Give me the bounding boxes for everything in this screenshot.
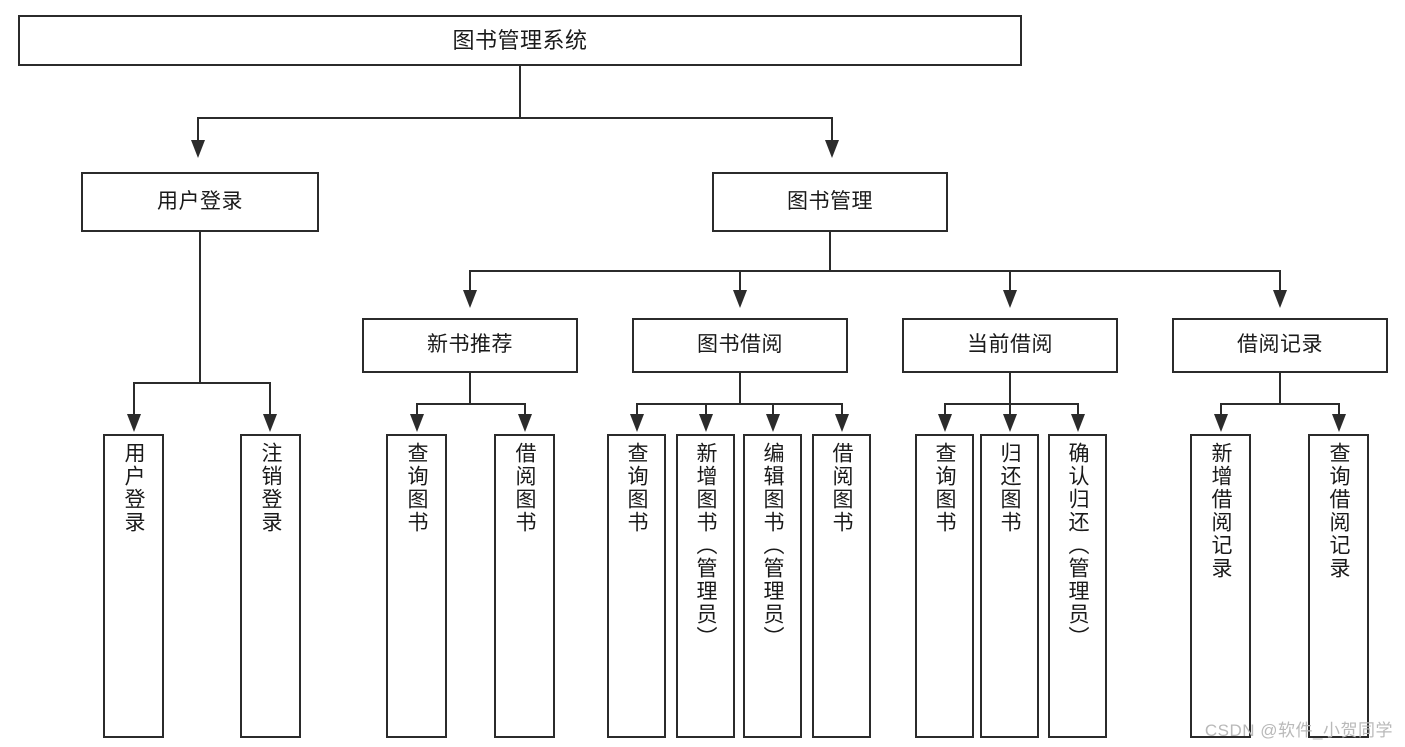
edge-newbook-drop-2 [524, 403, 526, 416]
node-new-book-recommend[interactable]: 新书推荐 [362, 318, 578, 373]
node-label: 新增借阅记录 [1209, 442, 1232, 580]
arrow-to-leaf-query-book-1 [410, 414, 424, 432]
leaf-query-borrow-record[interactable]: 查询借阅记录 [1308, 434, 1369, 738]
edge-currentborrow-drop-1 [944, 403, 946, 416]
edge-bookmanage-drop-2 [739, 270, 741, 292]
edge-bookmanage-stem [829, 232, 831, 271]
edge-userlogin-drop-2 [269, 382, 271, 416]
arrow-to-leaf-query-record [1332, 414, 1346, 432]
edge-bookborrow-stem [739, 372, 741, 404]
edge-borrowrecord-bus [1220, 403, 1340, 405]
arrow-to-leaf-query-book-2 [630, 414, 644, 432]
node-label: 图书借阅 [697, 333, 783, 357]
edge-borrowrecord-stem [1279, 372, 1281, 404]
leaf-borrow-book[interactable]: 借阅图书 [812, 434, 871, 738]
arrow-to-leaf-return-book [1003, 414, 1017, 432]
arrow-to-leaf-confirm-return [1071, 414, 1085, 432]
edge-newbook-drop-1 [416, 403, 418, 416]
arrow-to-new-book-recommend [463, 290, 477, 308]
arrow-to-user-login [191, 140, 205, 158]
leaf-query-book-recommend[interactable]: 查询图书 [386, 434, 447, 738]
node-user-login[interactable]: 用户登录 [81, 172, 319, 232]
edge-userlogin-stem [199, 232, 201, 383]
edge-currentborrow-stem [1009, 372, 1011, 404]
arrow-to-book-borrow [733, 290, 747, 308]
edge-bookborrow-bus [636, 403, 843, 405]
edge-currentborrow-bus [944, 403, 1079, 405]
edge-root-drop-right [831, 117, 833, 142]
leaf-user-login[interactable]: 用户登录 [103, 434, 164, 738]
edge-bookmanage-drop-1 [469, 270, 471, 292]
edge-bookborrow-drop-1 [636, 403, 638, 416]
edge-borrowrecord-drop-2 [1338, 403, 1340, 416]
edge-root-bus [197, 117, 833, 119]
edge-borrowrecord-drop-1 [1220, 403, 1222, 416]
node-book-manage[interactable]: 图书管理 [712, 172, 948, 232]
node-current-borrow[interactable]: 当前借阅 [902, 318, 1118, 373]
node-label: 注销登录 [259, 442, 282, 534]
arrow-to-leaf-add-record [1214, 414, 1228, 432]
node-label: 新增图书（管理员） [694, 442, 717, 649]
node-label: 图书管理系统 [452, 27, 588, 53]
leaf-query-book-borrow[interactable]: 查询图书 [607, 434, 666, 738]
edge-bookborrow-drop-2 [705, 403, 707, 416]
arrow-to-leaf-logout [263, 414, 277, 432]
node-label: 归还图书 [998, 442, 1021, 534]
leaf-return-book[interactable]: 归还图书 [980, 434, 1039, 738]
node-label: 用户登录 [157, 189, 243, 213]
node-label: 查询借阅记录 [1327, 442, 1350, 580]
leaf-confirm-return[interactable]: 确认归还（管理员） [1048, 434, 1107, 738]
arrow-to-leaf-edit-book [766, 414, 780, 432]
leaf-add-book[interactable]: 新增图书（管理员） [676, 434, 735, 738]
edge-bookmanage-bus [469, 270, 1281, 272]
arrow-to-current-borrow [1003, 290, 1017, 308]
node-label: 用户登录 [122, 442, 145, 534]
edge-bookborrow-drop-4 [841, 403, 843, 416]
node-book-borrow[interactable]: 图书借阅 [632, 318, 848, 373]
node-label: 确认归还（管理员） [1066, 442, 1089, 649]
edge-root-stem [519, 66, 521, 118]
edge-currentborrow-drop-3 [1077, 403, 1079, 416]
arrow-to-book-manage [825, 140, 839, 158]
edge-root-drop-left [197, 117, 199, 142]
arrow-to-borrow-record [1273, 290, 1287, 308]
edge-newbook-bus [416, 403, 526, 405]
arrow-to-leaf-user-login [127, 414, 141, 432]
arrow-to-leaf-query-book-3 [938, 414, 952, 432]
leaf-borrow-book-recommend[interactable]: 借阅图书 [494, 434, 555, 738]
leaf-edit-book[interactable]: 编辑图书（管理员） [743, 434, 802, 738]
edge-bookborrow-drop-3 [772, 403, 774, 416]
edge-bookmanage-drop-3 [1009, 270, 1011, 292]
leaf-logout[interactable]: 注销登录 [240, 434, 301, 738]
arrow-to-leaf-borrow-book-2 [835, 414, 849, 432]
node-label: 查询图书 [625, 442, 648, 534]
node-label: 当前借阅 [967, 333, 1053, 357]
node-label: 借阅图书 [830, 442, 853, 534]
edge-userlogin-bus [133, 382, 269, 384]
node-label: 查询图书 [933, 442, 956, 534]
node-label: 借阅图书 [513, 442, 536, 534]
node-label: 图书管理 [787, 189, 873, 213]
leaf-query-book-current[interactable]: 查询图书 [915, 434, 974, 738]
edge-currentborrow-drop-2 [1009, 403, 1011, 416]
node-label: 编辑图书（管理员） [761, 442, 784, 649]
edge-userlogin-drop-1 [133, 382, 135, 416]
node-label: 查询图书 [405, 442, 428, 534]
arrow-to-leaf-add-book [699, 414, 713, 432]
node-label: 借阅记录 [1237, 333, 1323, 357]
arrow-to-leaf-borrow-book-1 [518, 414, 532, 432]
edge-newbook-stem [469, 372, 471, 404]
node-label: 新书推荐 [427, 333, 513, 357]
edge-bookmanage-drop-4 [1279, 270, 1281, 292]
node-borrow-record[interactable]: 借阅记录 [1172, 318, 1388, 373]
node-root-system[interactable]: 图书管理系统 [18, 15, 1022, 66]
leaf-add-borrow-record[interactable]: 新增借阅记录 [1190, 434, 1251, 738]
